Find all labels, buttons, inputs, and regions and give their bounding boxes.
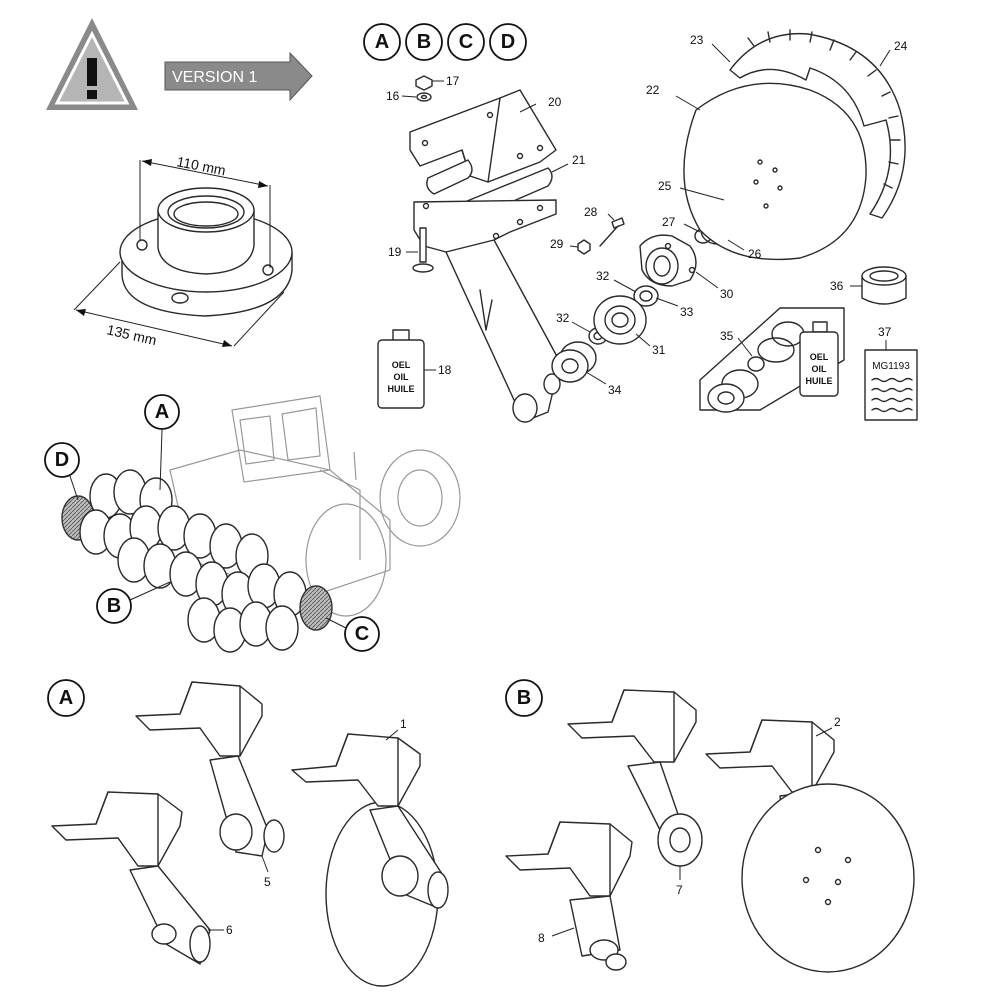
- version-label: VERSION 1: [172, 69, 257, 86]
- svg-text:7: 7: [676, 883, 683, 897]
- svg-text:34: 34: [608, 383, 622, 397]
- section-b-arm-7: [567, 689, 703, 867]
- svg-text:6: 6: [226, 923, 233, 937]
- svg-text:26: 26: [748, 247, 762, 261]
- svg-text:17: 17: [446, 74, 460, 88]
- svg-text:31: 31: [652, 343, 666, 357]
- svg-text:36: 36: [830, 279, 844, 293]
- svg-text:27: 27: [662, 215, 676, 229]
- svg-text:23: 23: [690, 33, 704, 47]
- warning-triangle-icon: [46, 18, 138, 110]
- section-b-assembly-2: [705, 719, 915, 973]
- hub-parts: [551, 195, 750, 383]
- kit-letter-d: D: [501, 31, 515, 53]
- svg-text:16: 16: [386, 89, 400, 103]
- section-b-label: B: [505, 679, 543, 717]
- part-number-labels: 17 16 20 21 19 18 22 23 24 25 27 26 28 2…: [208, 33, 908, 945]
- manual-code: MG1193: [872, 361, 910, 372]
- oil-line-2: OIL: [394, 372, 410, 382]
- plain-disc: [683, 82, 867, 261]
- svg-text:28: 28: [584, 205, 598, 219]
- svg-text:20: 20: [548, 95, 562, 109]
- position-callouts: A D B C: [44, 394, 380, 652]
- disc-arm-assembly: [409, 75, 561, 423]
- svg-text:1: 1: [400, 717, 407, 731]
- svg-text:B: B: [517, 687, 531, 709]
- svg-text:35: 35: [720, 329, 734, 343]
- svg-text:19: 19: [388, 245, 402, 259]
- svg-text:25: 25: [658, 179, 672, 193]
- kit-oil-line-3: HUILE: [806, 376, 833, 386]
- section-a-arm-5: [135, 681, 285, 857]
- oil-bottle: OEL OIL HUILE: [377, 329, 425, 409]
- svg-text:33: 33: [680, 305, 694, 319]
- position-label-c: C: [355, 623, 369, 645]
- kit-letter-circles: A B C D: [363, 23, 527, 61]
- kit-oil-line-1: OEL: [810, 352, 829, 362]
- position-label-a: A: [155, 401, 169, 423]
- oil-line-3: HUILE: [388, 384, 415, 394]
- svg-text:18: 18: [438, 363, 452, 377]
- notched-disc: [729, 29, 906, 219]
- svg-text:24: 24: [894, 39, 908, 53]
- svg-text:5: 5: [264, 875, 271, 889]
- section-a-arm-6: [51, 791, 211, 965]
- kit-letter-c: C: [459, 31, 473, 53]
- bearing-flange: [119, 187, 293, 317]
- repair-kit: OEL OIL HUILE: [699, 307, 845, 413]
- version-banner: VERSION 1: [164, 51, 313, 102]
- kit-oil-line-2: OIL: [812, 364, 828, 374]
- svg-text:29: 29: [550, 237, 564, 251]
- svg-text:A: A: [59, 687, 73, 709]
- position-label-b: B: [107, 595, 121, 617]
- section-a-assembly-1: [291, 733, 449, 987]
- kit-letter-a: A: [375, 31, 389, 53]
- svg-text:32: 32: [556, 311, 570, 325]
- section-b-arm-8: [505, 821, 633, 971]
- dim-110-label: 110 mm: [175, 153, 227, 178]
- manual-sheet: MG1193: [864, 349, 918, 421]
- bushing: [861, 266, 907, 305]
- svg-text:30: 30: [720, 287, 734, 301]
- svg-text:8: 8: [538, 931, 545, 945]
- svg-text:32: 32: [596, 269, 610, 283]
- dim-135-label: 135 mm: [105, 321, 158, 348]
- position-label-d: D: [55, 449, 69, 471]
- section-a-label: A: [47, 679, 85, 717]
- kit-letter-b: B: [417, 31, 431, 53]
- svg-text:37: 37: [878, 325, 892, 339]
- svg-text:2: 2: [834, 715, 841, 729]
- oil-line-1: OEL: [392, 360, 411, 370]
- svg-text:21: 21: [572, 153, 586, 167]
- disc-gang: [61, 469, 333, 653]
- svg-text:22: 22: [646, 83, 660, 97]
